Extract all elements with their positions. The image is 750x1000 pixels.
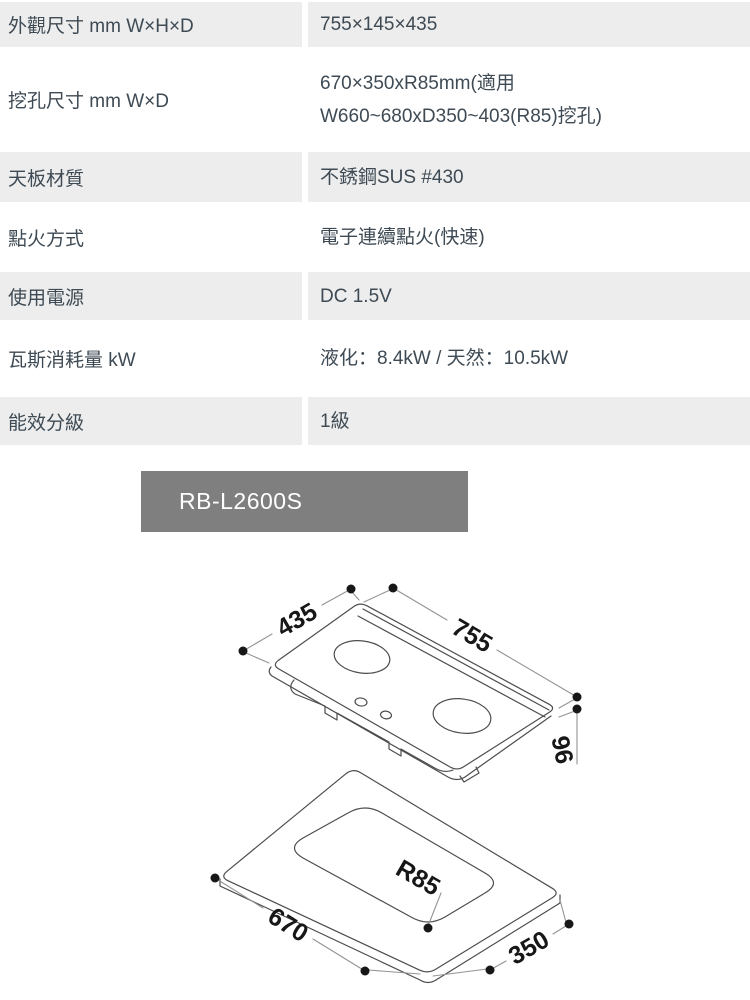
spec-label-cell: 能效分級 <box>0 397 302 445</box>
igniter-button-1 <box>354 697 368 707</box>
spec-value-cell: 670×350xR85mm(適用 W660~680xD350~403(R85)挖… <box>308 47 750 152</box>
hob-top-face-outline <box>274 603 554 770</box>
table-row: 瓦斯消耗量 kW 液化：8.4kW / 天然：10.5kW <box>0 320 750 397</box>
cutout-depth-dim-label: 350 <box>504 925 554 970</box>
spec-label-cell: 點火方式 <box>0 202 302 272</box>
dimension-diagram: 435 755 96 R85 670 350 <box>210 583 582 984</box>
spec-table: 外觀尺寸 mm W×H×D 755×145×435 挖孔尺寸 mm W×D 67… <box>0 2 750 445</box>
igniter-button-2 <box>379 710 393 720</box>
spec-value-cell: 755×145×435 <box>308 2 750 47</box>
spec-label: 外觀尺寸 mm W×H×D <box>8 16 194 37</box>
hob-under-tray <box>290 679 454 773</box>
spec-value-cell: 1級 <box>308 397 750 445</box>
spec-label: 點火方式 <box>8 228 85 250</box>
spec-value-line: 1級 <box>320 410 350 432</box>
spec-value-line: 不銹鋼SUS #430 <box>320 166 464 188</box>
spec-label: 使用電源 <box>8 287 85 309</box>
countertop-drawing <box>219 770 561 984</box>
hob-edge-thickness <box>268 666 552 781</box>
spec-label: 能效分級 <box>8 412 85 434</box>
spec-label: 瓦斯消耗量 kW <box>8 350 136 371</box>
dim-line-435 <box>242 588 352 652</box>
cutout-width-dim-label: 670 <box>263 902 313 948</box>
spec-label-cell: 使用電源 <box>0 272 302 320</box>
spec-value-cell: 液化：8.4kW / 天然：10.5kW <box>308 320 750 397</box>
spec-value-cell: DC 1.5V <box>308 272 750 320</box>
table-row: 點火方式 電子連續點火(快速) <box>0 202 750 272</box>
dimension-lines <box>210 583 582 977</box>
table-row: 挖孔尺寸 mm W×D 670×350xR85mm(適用 W660~680xD3… <box>0 47 750 152</box>
dimension-dots <box>210 583 582 976</box>
spec-label: 天板材質 <box>8 168 85 190</box>
spec-label-cell: 瓦斯消耗量 kW <box>0 320 302 397</box>
top-width-dim-label: 755 <box>447 613 497 658</box>
spec-label-cell: 外觀尺寸 mm W×H×D <box>0 2 302 47</box>
cutout-radius-label: R85 <box>391 854 445 901</box>
spec-value-line: 液化：8.4kW / 天然：10.5kW <box>320 348 569 369</box>
spec-value-line: 670×350xR85mm(適用 <box>320 72 515 94</box>
dim-line-755 <box>392 587 578 698</box>
model-badge: RB-L2600S <box>141 471 468 532</box>
dimension-labels: 435 755 96 R85 670 350 <box>263 597 579 970</box>
table-row: 外觀尺寸 mm W×H×D 755×145×435 <box>0 2 750 47</box>
spec-value-line: DC 1.5V <box>320 285 392 307</box>
hob-back-rail-line-2 <box>357 615 546 718</box>
spec-value-line: W660~680xD350~403(R85)挖孔) <box>320 105 602 127</box>
spec-label: 挖孔尺寸 mm W×D <box>8 91 169 112</box>
countertop-face-outline <box>223 770 557 973</box>
cutout-outline <box>293 807 495 923</box>
model-badge-label: RB-L2600S <box>179 488 303 514</box>
hob-bottom-notch <box>459 766 480 783</box>
dim-extension-lines <box>245 589 576 977</box>
spec-value-line: 電子連續點火(快速) <box>320 226 485 248</box>
burner-right <box>432 698 492 734</box>
top-depth-dim-label: 435 <box>272 597 322 642</box>
spec-label-cell: 挖孔尺寸 mm W×D <box>0 47 302 152</box>
spec-value-line: 755×145×435 <box>320 14 438 35</box>
countertop-thickness <box>219 878 561 984</box>
spec-value-cell: 電子連續點火(快速) <box>308 202 750 272</box>
spec-value-cell: 不銹鋼SUS #430 <box>308 152 750 202</box>
install-height-dim-label: 96 <box>545 733 578 766</box>
spec-label-cell: 天板材質 <box>0 152 302 202</box>
hob-top-drawing <box>268 603 554 783</box>
dim-line-670 <box>214 877 366 972</box>
r85-leader-line <box>427 892 442 927</box>
table-row: 天板材質 不銹鋼SUS #430 <box>0 152 750 202</box>
burner-left <box>333 640 391 674</box>
table-row: 能效分級 1級 <box>0 397 750 445</box>
hob-back-rail-line-1 <box>362 608 550 711</box>
table-row: 使用電源 DC 1.5V <box>0 272 750 320</box>
